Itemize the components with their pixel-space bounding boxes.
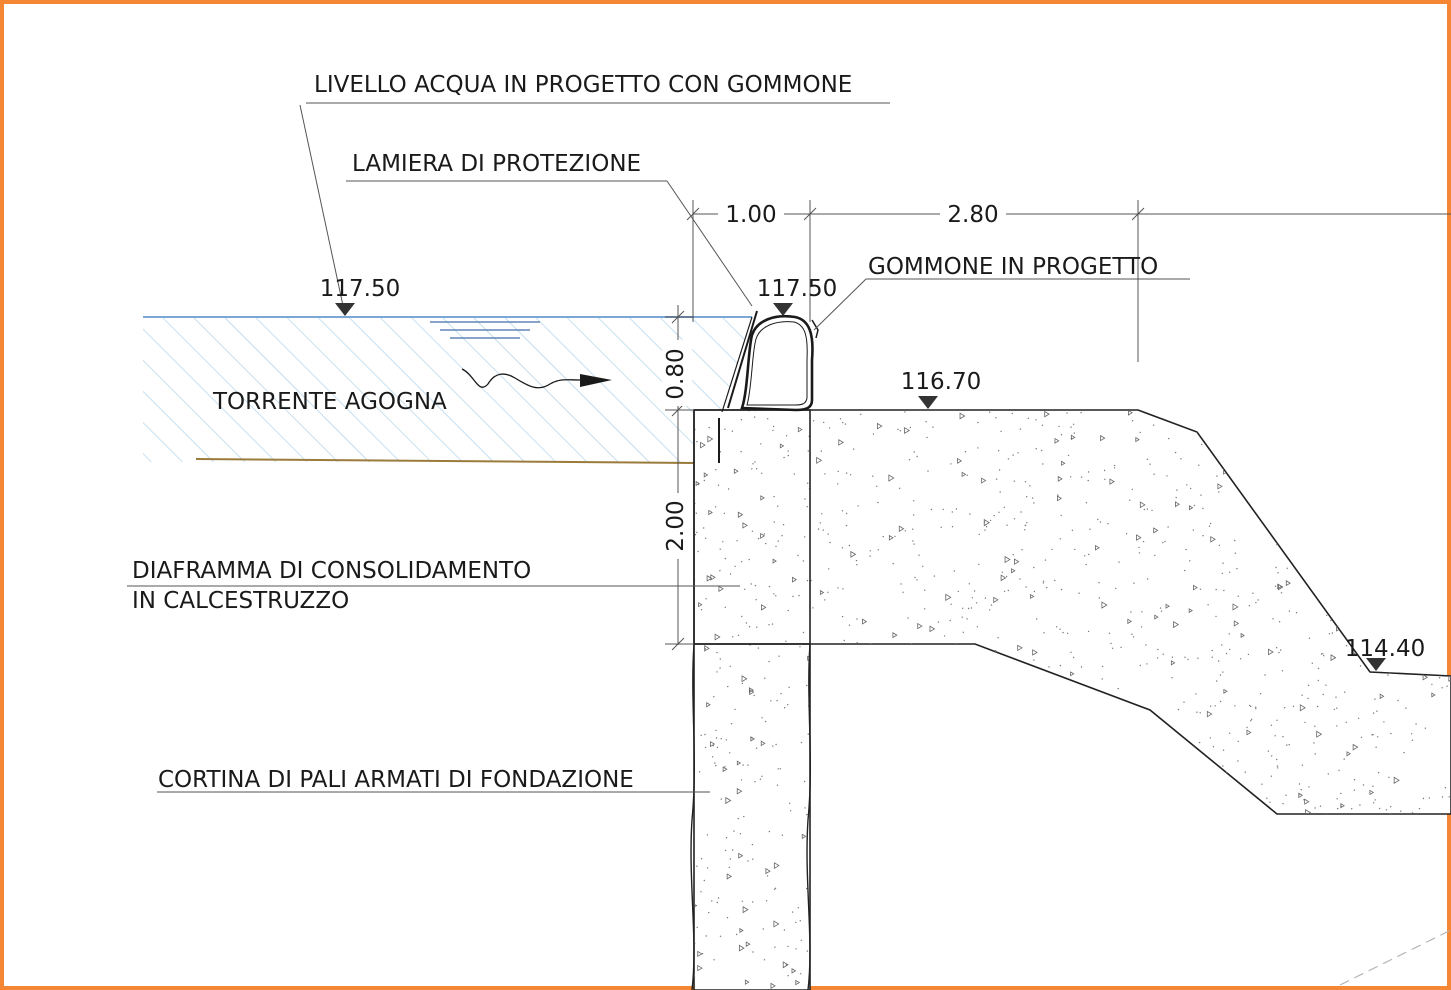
label-diaphragm-line1: DIAFRAMMA DI CONSOLIDAMENTO — [132, 558, 531, 584]
label-rubber-dam: GOMMONE IN PROGETTO — [868, 254, 1158, 280]
label-diaphragm-line2: IN CALCESTRUZZO — [132, 588, 349, 614]
triangle-elevation-icon — [918, 396, 938, 409]
elevation-marker-water: 117.50 — [320, 276, 400, 316]
dimension-2-00: 2.00 — [663, 500, 689, 551]
protection-plate — [718, 310, 758, 463]
pile-curtain — [690, 643, 696, 990]
hidden-line — [1339, 929, 1451, 986]
label-stream: TORRENTE AGOGNA — [212, 389, 447, 415]
elevation-marker-crest: 116.70 — [901, 369, 981, 409]
leader-lines — [127, 102, 1190, 793]
triangle-elevation-icon — [335, 303, 355, 316]
riverbed-line — [195, 458, 695, 464]
weir-concrete-body — [690, 409, 1451, 990]
triangle-elevation-icon — [1366, 658, 1386, 671]
triangle-elevation-icon — [773, 303, 793, 316]
flow-arrow-icon — [461, 368, 612, 389]
elevation-marker-downstream: 114.40 — [1345, 636, 1425, 671]
svg-text:117.50: 117.50 — [320, 276, 400, 302]
dimension-1-00: 1.00 — [725, 202, 776, 228]
water-body — [143, 316, 752, 464]
elevation-marker-rubber-dam: 117.50 — [757, 276, 837, 316]
dimension-0-80: 0.80 — [663, 348, 689, 399]
label-piles: CORTINA DI PALI ARMATI DI FONDAZIONE — [158, 767, 634, 793]
svg-text:114.40: 114.40 — [1345, 636, 1425, 662]
label-water-level: LIVELLO ACQUA IN PROGETTO CON GOMMONE — [314, 72, 852, 98]
svg-text:117.50: 117.50 — [757, 276, 837, 302]
water-symbol-icon — [430, 321, 540, 339]
rubber-dam — [740, 314, 819, 412]
dimension-2-80: 2.80 — [947, 202, 998, 228]
label-protection-plate: LAMIERA DI PROTEZIONE — [352, 151, 641, 177]
svg-text:116.70: 116.70 — [901, 369, 981, 395]
